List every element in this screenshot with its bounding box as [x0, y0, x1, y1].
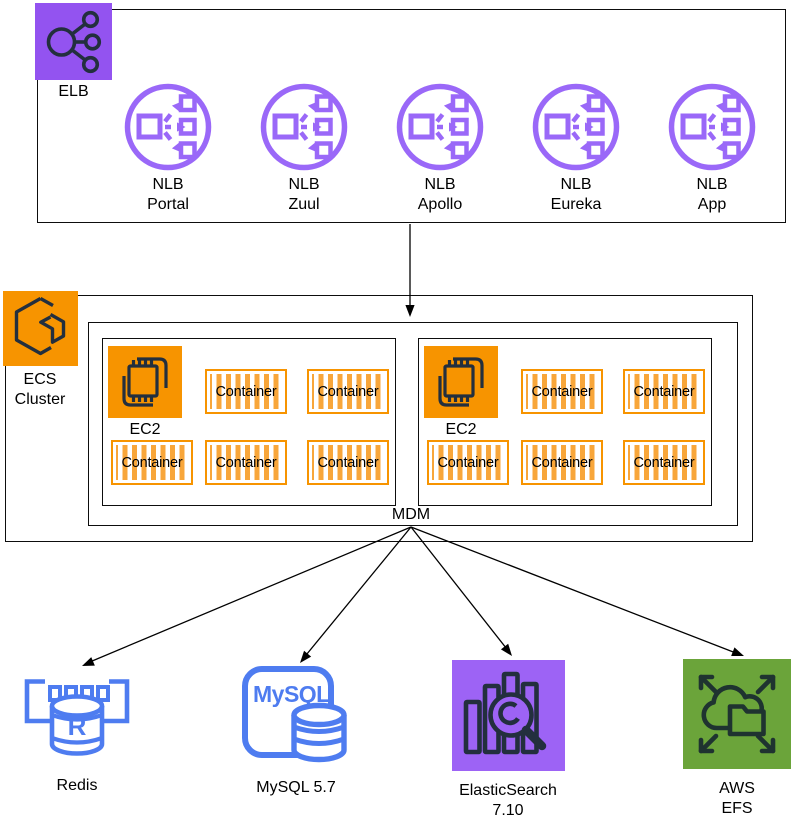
container-label: Container [317, 383, 379, 400]
ec2-glyph [122, 357, 168, 407]
mysql-label: MySQL 5.7 [256, 779, 336, 796]
load-balancer-glyph [46, 10, 102, 74]
nlb-label-line1: NLB [696, 176, 728, 193]
nlb-label-line1: NLB [560, 176, 592, 193]
container-label: Container [317, 454, 379, 471]
container-node: Container [521, 440, 603, 485]
container-node: Container [623, 440, 705, 485]
container-node: Container [427, 440, 509, 485]
arrow-mdm-to-redis [84, 526, 412, 665]
container-node: Container [205, 369, 287, 414]
container-node: Container [111, 440, 193, 485]
elasticsearch-label: ElasticSearch 7.10 [432, 781, 584, 815]
efs-label-line2: EFS [721, 800, 753, 815]
redis-icon: R [24, 679, 130, 756]
container-label: Container [121, 454, 183, 471]
mysql-logo-text: MySQL [253, 681, 330, 707]
elasticsearch-glyph [463, 671, 547, 755]
efs-label: AWS EFS [683, 779, 791, 815]
nlb-icon [532, 83, 620, 171]
elasticsearch-icon [452, 660, 565, 771]
nlb-label-line1: NLB [152, 176, 184, 193]
container-node: Container [307, 440, 389, 485]
ec2-glyph [438, 357, 484, 407]
arrow-mdm-to-elasticsearch [410, 526, 511, 654]
container-node: Container [205, 440, 287, 485]
mdm-label: MDM [391, 506, 431, 523]
ec2-instance-group-1: EC2 Container Container Container Contai… [102, 338, 396, 506]
efs-glyph [698, 674, 776, 754]
container-label: Container [215, 383, 277, 400]
container-label: Container [437, 454, 499, 471]
nlb-icon [124, 83, 212, 171]
container-label: Container [633, 383, 695, 400]
ecs-cluster-icon [3, 291, 78, 366]
ecs-label-line1: ECS [23, 371, 57, 388]
mdm-service-box [88, 322, 738, 526]
nlb-label-line2: Apollo [417, 196, 463, 213]
efs-label-line1: AWS [719, 780, 755, 797]
nlb-label-line2: Zuul [288, 196, 320, 213]
ec2-icon [424, 346, 498, 418]
nlb-label-line2: App [697, 196, 727, 213]
container-label: Container [531, 383, 593, 400]
elb-label: ELB [58, 83, 89, 100]
container-label: Container [215, 454, 277, 471]
nlb-label-line1: NLB [288, 176, 320, 193]
nlb-node-apollo: NLB Apollo [396, 83, 484, 213]
ecs-label-line2: Cluster [14, 391, 66, 408]
nlb-label-line2: Eureka [550, 196, 602, 213]
nlb-node-zuul: NLB Zuul [260, 83, 348, 213]
nlb-icon [260, 83, 348, 171]
nlb-label-line2: Portal [147, 196, 189, 213]
nlb-icon [668, 83, 756, 171]
container-label: Container [633, 454, 695, 471]
container-node: Container [521, 369, 603, 414]
ec2-label: EC2 [445, 421, 477, 438]
ecs-glyph [14, 297, 66, 356]
ecs-cluster-label: ECS Cluster [0, 370, 80, 410]
nlb-label-line1: NLB [424, 176, 456, 193]
elasticsearch-label-line2: 7.10 [492, 802, 524, 815]
container-label: Container [531, 454, 593, 471]
arrow-mdm-to-efs [410, 526, 742, 656]
elasticsearch-label-line1: ElasticSearch [459, 782, 557, 799]
nlb-node-portal: NLB Portal [124, 83, 212, 213]
efs-icon [683, 659, 791, 769]
elb-boundary-box [37, 9, 786, 223]
redis-letter: R [68, 711, 87, 741]
nlb-icon [396, 83, 484, 171]
nlb-node-eureka: NLB Eureka [532, 83, 620, 213]
elb-icon [35, 3, 112, 80]
container-node: Container [307, 369, 389, 414]
arrow-mdm-to-mysql [301, 526, 412, 661]
ec2-instance-group-2: EC2 Container Container Container Contai… [418, 338, 712, 506]
ec2-icon [108, 346, 182, 418]
redis-label: Redis [56, 777, 98, 794]
nlb-node-app: NLB App [668, 83, 756, 213]
container-node: Container [623, 369, 705, 414]
mysql-icon: MySQL [242, 666, 347, 763]
ec2-label: EC2 [129, 421, 161, 438]
